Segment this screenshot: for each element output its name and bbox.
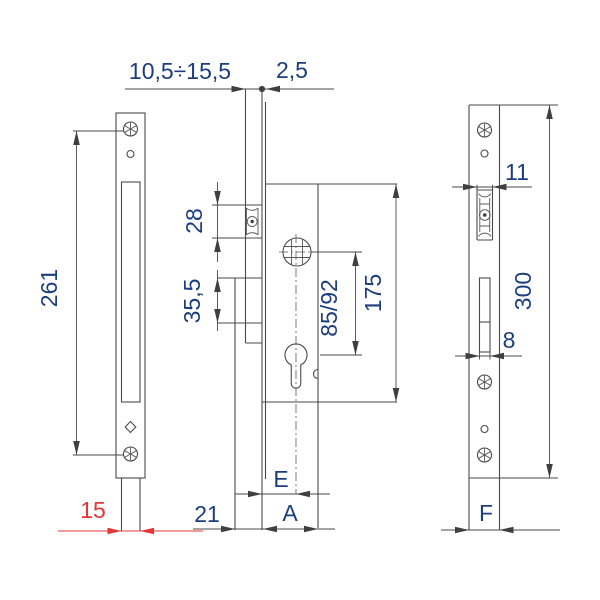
dim-roller-width: 11 [452,159,532,191]
dim-label-thickness: 2,5 [276,57,308,83]
dim-axis-distance: 85/92 [311,251,362,356]
dim-label-28: 28 [181,208,207,234]
dim-plate-width: F [441,500,560,534]
roller-front [476,185,494,241]
euro-cylinder [284,343,308,389]
dim-channel-width-red: 15 [58,497,203,535]
plate-hole [480,149,489,158]
torx-screw-icon [122,446,139,462]
diamond-hole [124,420,137,434]
dim-case-height: 175 [360,184,400,402]
latch-box [235,277,262,324]
dim-label-8: 8 [503,327,516,353]
dim-label-300: 300 [510,272,536,310]
dim-label-85-92: 85/92 [316,279,342,337]
torx-screw-icon [476,374,493,390]
dim-plate-length: 300 [510,105,553,478]
dim-front-depth-and-case-depth: 21 A [193,500,335,533]
dim-label-21: 21 [194,501,220,527]
bolt-slot [478,277,491,353]
dim-label-15: 15 [80,497,106,523]
plate-channel [120,181,141,403]
plate-hole [126,149,135,159]
dim-slot-width: 8 [455,327,522,360]
front-plate-view [115,112,146,531]
torx-screw-icon [476,447,493,463]
lock-case [262,183,397,528]
dim-label-175: 175 [360,274,386,312]
roller-side [243,204,262,239]
dim-roller-height: 28 [181,182,243,262]
plate-tail [120,478,141,531]
dim-label-projection: 10,5÷15,5 [129,58,231,84]
dim-label-35-5: 35,5 [179,279,205,324]
dim-label-E: E [273,466,288,492]
plate-hole [480,424,489,434]
dim-latch-height: 35,5 [179,270,235,331]
plate-outline [115,112,146,479]
torx-screw-icon [476,122,493,138]
dim-label-F: F [479,500,493,526]
dim-overall-height: 261 [36,130,124,456]
dim-roller-projection: 10,5÷15,5 2,5 [125,57,334,93]
dim-label-261: 261 [36,269,62,307]
housing-strip [244,89,267,530]
dim-backset: E [235,466,330,498]
dim-label-A: A [282,500,298,526]
u-profile-view [468,104,558,530]
u-plate-outline [468,104,558,530]
cylinder-screw-notch [312,368,319,380]
dim-label-11: 11 [505,159,529,185]
torx-screw-icon [122,121,139,137]
side-section-view [234,89,397,530]
